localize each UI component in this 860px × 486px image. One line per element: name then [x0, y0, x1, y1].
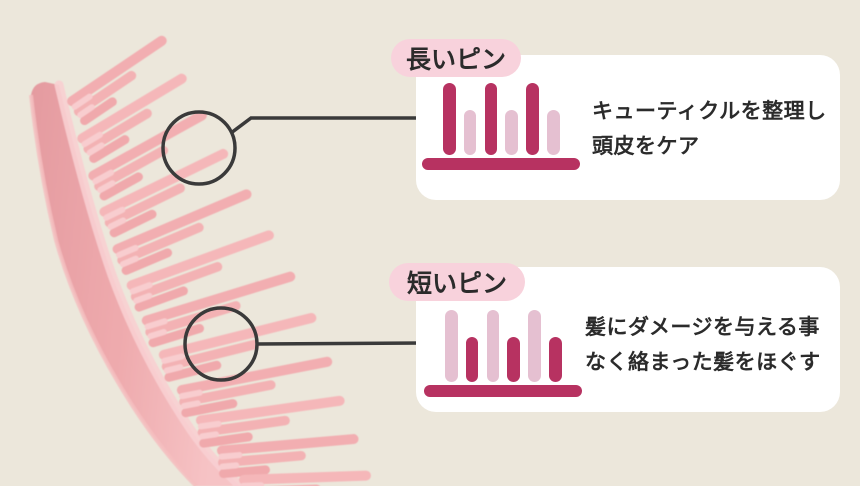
pictogram-bar-short-pin	[505, 110, 518, 155]
pin-length-pictogram-long	[422, 83, 580, 170]
description-line: キューティクルを整理し	[592, 100, 827, 123]
pictogram-bar-short-pin	[507, 337, 520, 382]
short-pins-description: 髪にダメージを与える事 なく絡まった髪をほぐす	[585, 310, 821, 380]
pictogram-bar-tall-pin	[526, 83, 539, 155]
connector-line-short-pins	[256, 341, 425, 346]
pin-length-pictogram-short	[424, 310, 582, 397]
brush-spine-outer-highlight	[29, 94, 198, 486]
pictogram-bar-tall-pin	[484, 83, 498, 155]
pictogram-bar-short-pin	[465, 337, 479, 382]
description-line: なく絡まった髪をほぐす	[585, 351, 821, 374]
badge-long-pins: 長いピン	[391, 39, 521, 77]
brush-spine-inner-edge	[54, 80, 245, 486]
callout-card-long-pins: キューティクルを整理し 頭皮をケア	[416, 55, 840, 200]
pictogram-bar-tall-pin	[528, 310, 541, 382]
pictogram-bar-short-pin	[549, 337, 562, 382]
pictogram-base-bar	[422, 158, 580, 170]
annotations	[161, 110, 425, 382]
hairbrush-photo	[29, 35, 371, 486]
pictogram-bar-tall-pin	[445, 310, 458, 382]
badge-short-pins: 短いピン	[389, 263, 525, 301]
connector-line-long-pins	[229, 116, 424, 135]
description-line: 頭皮をケア	[592, 135, 700, 158]
pictogram-base-bar	[424, 385, 582, 397]
pictogram-bar-tall-pin	[486, 310, 500, 382]
pictogram-bar-short-pin	[547, 110, 560, 155]
long-pins-description: キューティクルを整理し 頭皮をケア	[592, 94, 827, 164]
highlight-circle-long-pins	[161, 110, 237, 186]
description-line: 髪にダメージを与える事	[585, 316, 820, 339]
brush-pins-front	[67, 35, 371, 486]
pictogram-bar-short-pin	[463, 110, 477, 155]
pictogram-bar-tall-pin	[443, 83, 456, 155]
